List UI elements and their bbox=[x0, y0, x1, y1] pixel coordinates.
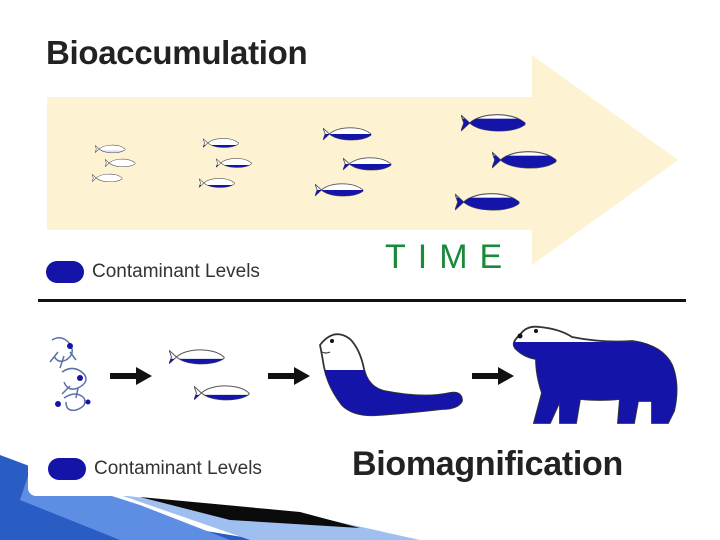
time-label: TIME bbox=[385, 238, 515, 276]
corner-swoosh-shadow bbox=[140, 497, 360, 528]
plankton-icon bbox=[49, 337, 91, 412]
section-divider bbox=[38, 299, 686, 302]
corner-swoosh-dark bbox=[0, 455, 260, 540]
contaminant-swatch bbox=[46, 261, 84, 283]
fish-group-large bbox=[314, 127, 392, 197]
fish-group-small bbox=[91, 144, 136, 183]
arrow-1 bbox=[110, 367, 152, 385]
polar-bear-icon bbox=[512, 325, 678, 424]
legend-top-label: Contaminant Levels bbox=[92, 261, 260, 282]
food-chain-fish-icon bbox=[168, 349, 250, 401]
legend-bottom-label: Contaminant Levels bbox=[94, 458, 262, 479]
contaminant-swatch bbox=[48, 458, 86, 480]
biomagnification-title: Biomagnification bbox=[352, 445, 623, 483]
fish-group-medium bbox=[198, 138, 252, 188]
arrow-3 bbox=[472, 367, 514, 385]
arrow-2 bbox=[268, 367, 310, 385]
legend-bottom: Contaminant Levels bbox=[48, 458, 262, 480]
fish-group-largest bbox=[455, 114, 557, 211]
seal-icon bbox=[319, 333, 463, 417]
bioaccumulation-title: Bioaccumulation bbox=[46, 34, 308, 71]
legend-top: Contaminant Levels bbox=[46, 261, 260, 283]
